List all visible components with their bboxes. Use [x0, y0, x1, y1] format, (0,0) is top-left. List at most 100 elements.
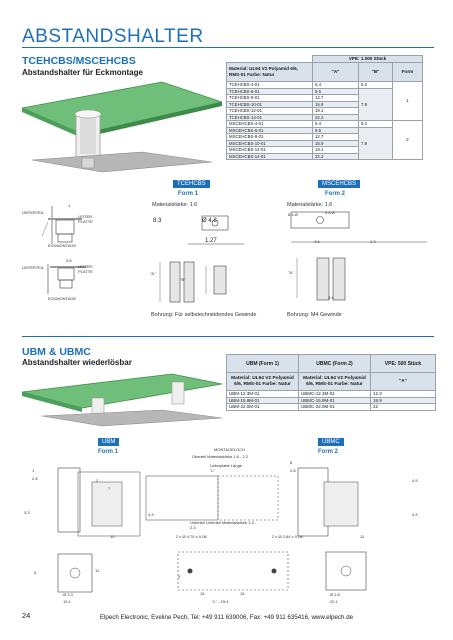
d10: 10 [110, 534, 115, 539]
d11: 11 [360, 534, 365, 539]
eckmontage-label-1: ECKMONTAGE [48, 243, 77, 248]
d12: 12 [95, 568, 100, 573]
form2-drawing [290, 211, 427, 301]
ubm-material: Material: UL94 V2 Polyamid 6/6, RMS-01 F… [226, 372, 299, 391]
d2: 2 [96, 478, 99, 483]
unterteil-material-label: Unterteil Unterteil Materialstärke 1.0 -… [190, 520, 257, 530]
page-number: 24 [22, 611, 31, 620]
dim-8-3: 8.3 [153, 218, 162, 224]
dim-8-3-b: 8.3 Ø [288, 212, 298, 217]
dim-1-27: 1.27 [205, 238, 217, 244]
ubm-col-header: UBM (Form 1) [226, 354, 299, 373]
d-101: 10.1 [63, 599, 71, 604]
ubm-form-tag: UBM [98, 438, 120, 446]
section-divider [22, 336, 434, 337]
dim-a-label-2: "A" [288, 270, 294, 275]
vpe-header: VPE: 1.000 Stück [312, 55, 423, 63]
title-divider [22, 47, 434, 48]
footer-contact: Elpech Electronic, Eveline Pech, Tel: +4… [99, 614, 354, 621]
leiterplatte-length-label: Leiterplatte Länge "L" [210, 463, 243, 473]
d28b: 2.8 [290, 468, 296, 473]
ubm-part: UBM-15.9M-01 [226, 396, 299, 405]
ubm-part: UBM-22.0M-01 [226, 403, 299, 411]
d43b: 4.3 [412, 512, 418, 517]
table-row-a: 15.9 [312, 100, 359, 108]
tcehcbs-spec-table: VPE: 1.000 Stück Material: UL94 V2 Polya… [226, 55, 436, 160]
unterteil-label-1: UNTERTEIL [22, 210, 45, 215]
dim-1-3: 1.3 [370, 239, 376, 244]
form1-label: Form 1 [178, 191, 199, 197]
d8: 8 [290, 460, 293, 465]
material-cell: Material: UL94 V2 Polyamid 6/6, RMS-01 F… [226, 62, 313, 82]
bohrung-form1: Bohrung: Für selbstechneidendes Gewinde [151, 312, 257, 318]
d5: 5 [34, 570, 37, 575]
ubm-part: UBM-12.3M-01 [226, 390, 299, 398]
dim-4-6: 4.6 [314, 239, 320, 244]
dim-3-4: 3.4 [328, 295, 334, 300]
form1-drawing [159, 215, 244, 303]
d28a: 2.8 [32, 476, 38, 481]
d15b: 15 [240, 591, 245, 596]
ubm-form1-label: Form 1 [98, 449, 119, 455]
ubm-technical-drawing [57, 467, 367, 593]
d-201: 20.1 [330, 599, 338, 604]
table-row-b: 7.9 [358, 126, 393, 160]
table-row-part: MSCEHCBS-14-01 [226, 152, 313, 160]
vpe-col-header: VPE: 500 Stück [370, 354, 436, 373]
dim-b-label: "B" [180, 277, 186, 282]
ubmc-col-header: UBMC (Form 2) [298, 354, 371, 373]
montageloch-label: MONTAGELOCH [214, 447, 246, 452]
ubmc-form-tag: UBMC [318, 438, 344, 446]
d45: 4.5 [412, 478, 418, 483]
ubmc-part: UBMC-22.0M-01 [298, 403, 371, 411]
section1-title: TCEHCBS/MSCEHCBS [22, 55, 136, 67]
section2-title: UBM & UBMC [22, 346, 91, 358]
d-l-length: "L" - 15.4 [212, 599, 229, 604]
ubmc-part: UBMC-12.3M-01 [298, 390, 371, 398]
assembly-drawings [41, 206, 86, 294]
section2-subtitle: Abstandshalter wiederlösbar [22, 358, 132, 367]
page-title: ABSTANDSHALTER [22, 26, 204, 47]
dim-08-label: 0.8 [66, 258, 72, 263]
col-form-header: Form [392, 62, 423, 82]
table-row-form: 2 [392, 120, 423, 160]
tcehcbs-product-photo [22, 81, 222, 173]
tcehcbs-form-tag: TCEHCBS [173, 180, 210, 188]
ubm-spec-table: UBM (Form 1) UBMC (Form 2) VPE: 500 Stüc… [226, 354, 436, 411]
table-row-form: 1 [392, 81, 423, 121]
dim-a-label-1: "A" [150, 271, 156, 276]
dim-4-8: Ø 4.8 [202, 218, 217, 224]
ubm-a: 15.9 [370, 396, 436, 405]
eckmontage-label-2: ECKMONTAGE [48, 296, 77, 301]
ubm-a: 12.3 [370, 390, 436, 398]
d43a: 4.3 [148, 512, 154, 517]
ubmc-material: Material: UL94 V2 Polyamid 6/6, RMS-01 F… [298, 372, 371, 391]
holes-form2: 2 x Ø 2.84 ± 0.08 [272, 534, 303, 539]
d4: 4 [178, 574, 181, 579]
bohrung-form2: Bohrung: M4 Gewinde [287, 312, 342, 318]
holes-form1: 2 x Ø 4.75 ± 0.08 [176, 534, 207, 539]
material-thickness-1: Materialstärke: 1.6 [152, 202, 198, 208]
ubm-product-photo [22, 373, 222, 427]
d15a: 15 [200, 591, 205, 596]
table-row-b: 7.9 [358, 87, 393, 121]
col-a-header: "A" [312, 62, 359, 82]
col-a-header: "A" [370, 372, 436, 391]
table-row-a: 22.2 [312, 152, 359, 160]
oberteil-label: Oberteil Materialstärke 1.6 - 2.2 [192, 454, 249, 459]
form2-label: Form 2 [325, 191, 346, 197]
table-row-a: 19.1 [312, 107, 359, 115]
d7: 7 [108, 486, 111, 491]
d-ot: Ø 3.3 [63, 592, 73, 597]
table-row-a: 22.2 [312, 113, 359, 121]
section1-subtitle: Abstandshalter für Eckmontage [22, 68, 143, 77]
ubmc-part: UBMC-15.9M-01 [298, 396, 371, 405]
dim-4-8-b: 4.8 Ø [325, 210, 335, 215]
d33: 3.3 [24, 510, 30, 515]
d1: 1 [32, 468, 35, 473]
d-ot2: Ø 2.8 [330, 592, 340, 597]
table-row-a: 12.7 [312, 94, 359, 102]
unterteil-label-2: UNTERTEIL [22, 265, 45, 270]
dim-1-label: 1 [68, 203, 71, 208]
material-thickness-2: Materialstärke: 1.6 [287, 202, 333, 208]
